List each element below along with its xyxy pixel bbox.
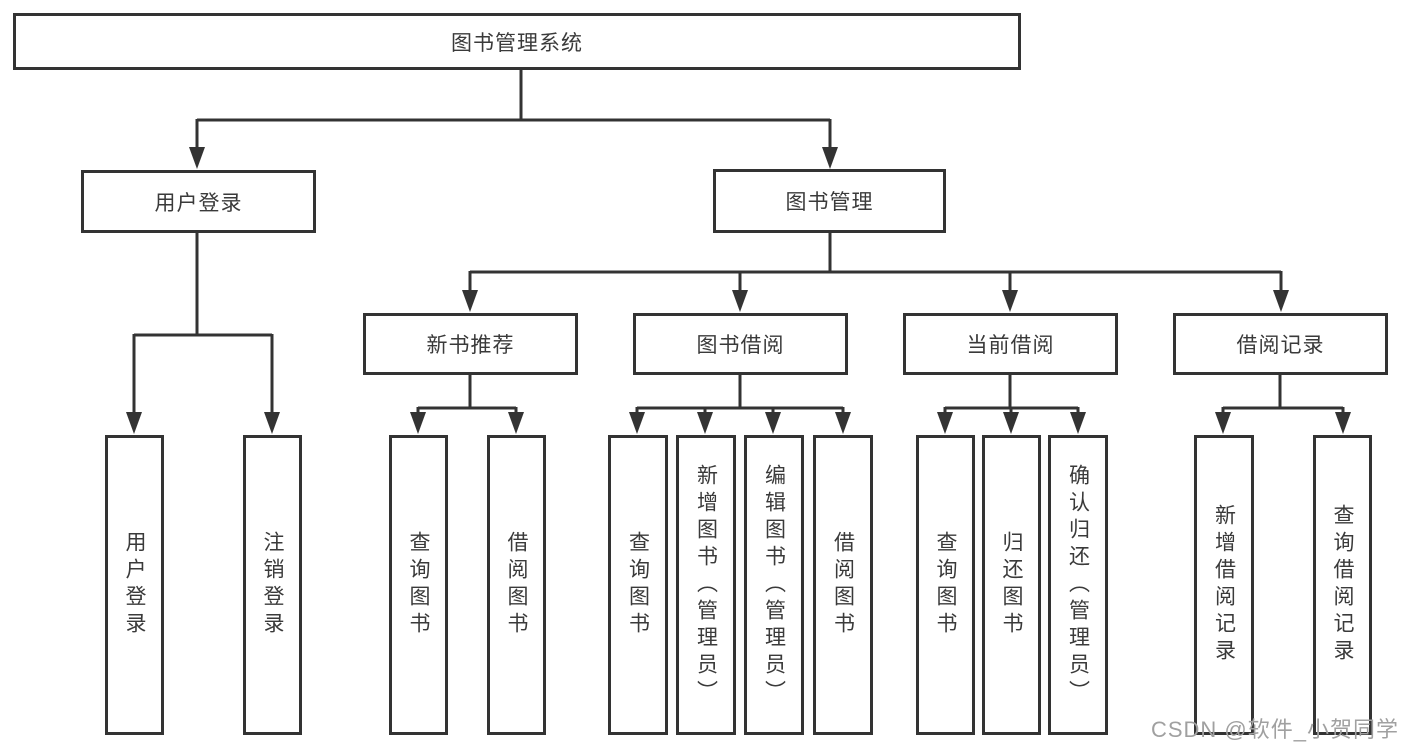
node-label: 新增借阅记录 bbox=[1212, 504, 1236, 666]
leaf-borrow-books-1: 借阅图书 bbox=[487, 435, 546, 735]
node-label: 注销登录 bbox=[261, 531, 284, 639]
node-label: 借阅图书 bbox=[831, 531, 855, 639]
node-user-login-branch: 用户登录 bbox=[81, 170, 316, 233]
node-label: 用户登录 bbox=[154, 191, 243, 215]
node-label: 查询图书 bbox=[626, 531, 650, 639]
node-label: 当前借阅 bbox=[966, 334, 1055, 357]
node-label: 借阅图书 bbox=[505, 531, 528, 639]
node-label: 借阅记录 bbox=[1236, 334, 1325, 357]
node-label: 查询借阅记录 bbox=[1331, 504, 1354, 666]
leaf-borrow-books-2: 借阅图书 bbox=[813, 435, 873, 735]
node-book-management-branch: 图书管理 bbox=[713, 169, 946, 233]
node-borrow-records: 借阅记录 bbox=[1173, 313, 1388, 375]
node-current-borrow: 当前借阅 bbox=[903, 313, 1118, 375]
arrowheads bbox=[126, 147, 1351, 434]
leaf-edit-books-admin: 编辑图书（管理员） bbox=[744, 435, 804, 735]
node-label: 查询图书 bbox=[934, 531, 957, 639]
node-label: 归还图书 bbox=[1000, 531, 1023, 639]
leaf-query-books-2: 查询图书 bbox=[608, 435, 668, 735]
leaf-user-login: 用户登录 bbox=[105, 435, 164, 735]
node-label: 图书管理系统 bbox=[451, 31, 583, 55]
leaf-query-books-1: 查询图书 bbox=[389, 435, 448, 735]
leaf-confirm-return-admin: 确认归还（管理员） bbox=[1048, 435, 1108, 735]
leaf-query-books-3: 查询图书 bbox=[916, 435, 975, 735]
node-label: 新增图书（管理员） bbox=[694, 463, 718, 707]
node-book-borrow: 图书借阅 bbox=[633, 313, 848, 375]
node-label: 图书管理 bbox=[785, 191, 874, 214]
csdn-watermark: CSDN @软件_小贺同学 bbox=[1150, 717, 1399, 742]
leaf-add-borrow-record: 新增借阅记录 bbox=[1194, 435, 1254, 735]
leaf-logout: 注销登录 bbox=[243, 435, 302, 735]
node-new-book-recommend: 新书推荐 bbox=[363, 313, 578, 375]
node-label: 确认归还（管理员） bbox=[1066, 463, 1090, 707]
leaf-return-books: 归还图书 bbox=[982, 435, 1041, 735]
node-label: 编辑图书（管理员） bbox=[762, 463, 786, 707]
node-label: 图书借阅 bbox=[696, 334, 785, 357]
node-label: 查询图书 bbox=[407, 531, 430, 639]
leaf-add-books-admin: 新增图书（管理员） bbox=[676, 435, 736, 735]
node-label: 新书推荐 bbox=[426, 334, 515, 357]
node-library-management-system: 图书管理系统 bbox=[13, 13, 1021, 70]
node-label: 用户登录 bbox=[123, 531, 146, 639]
leaf-query-borrow-record: 查询借阅记录 bbox=[1313, 435, 1372, 735]
